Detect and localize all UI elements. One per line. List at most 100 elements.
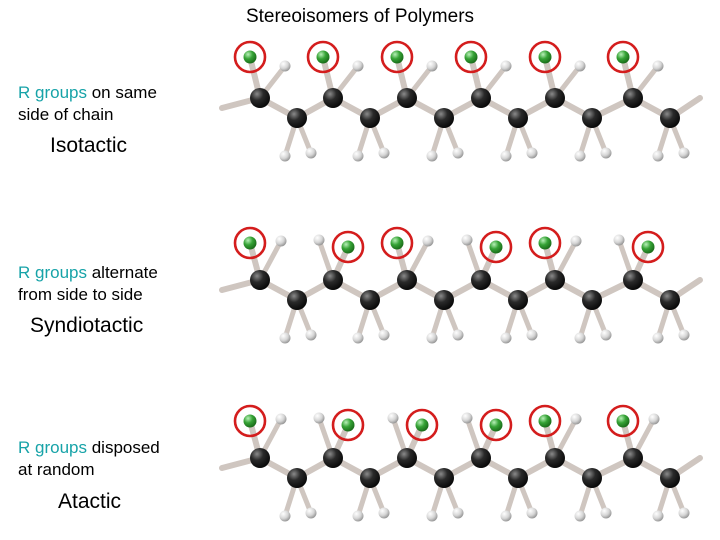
r-group-ring [233,226,267,260]
carbon-atom [660,108,680,128]
atoms [233,40,690,162]
carbon-atom [660,290,680,310]
hydrogen-atom [387,412,399,424]
carbon-atom [623,448,643,468]
carbon-atom [323,88,343,108]
carbon-atom [582,468,602,488]
syndiotactic-desc-line1: alternate [86,263,158,282]
hydrogen-atom [600,507,612,519]
carbon-atom [545,88,565,108]
isotactic-label: Isotactic [50,134,128,157]
carbon-atom [250,88,270,108]
hydrogen-atom [305,147,317,159]
r-group-ring [479,408,513,442]
carbon-atom [582,290,602,310]
syndiotactic-label: Syndiotactic [30,314,144,337]
carbon-atom [360,108,380,128]
hydrogen-atom [652,510,664,522]
hydrogen-atom [378,329,390,341]
r-group-atom [316,50,330,64]
r-group-ring [631,230,665,264]
hydrogen-atom [452,147,464,159]
hydrogen-atom [500,510,512,522]
carbon-atom [434,290,454,310]
r-group-ring [380,40,414,74]
hydrogen-atom [426,150,438,162]
hydrogen-atom [279,510,291,522]
hydrogen-atom [452,507,464,519]
carbon-atom [471,448,491,468]
hydrogen-atom [652,150,664,162]
isotactic-desc-line1: on same [86,83,157,102]
atactic-desc-line2: at random [18,460,95,479]
r-group-atom [341,240,355,254]
hydrogen-atom [526,147,538,159]
carbon-atom [508,108,528,128]
carbon-atom [508,468,528,488]
r-group-ring [233,404,267,438]
r-group-ring [331,230,365,264]
carbon-atom [360,468,380,488]
hydrogen-atom [500,332,512,344]
carbon-atom [250,448,270,468]
carbon-atom [287,468,307,488]
carbon-atom [250,270,270,290]
r-group-atom [641,240,655,254]
hydrogen-atom [678,147,690,159]
r-group-atom [616,414,630,428]
carbon-atom [660,468,680,488]
r-groups-highlight: R groups [18,438,87,457]
r-group-ring [233,40,267,74]
isotactic-description: R groups on same side of chain [18,82,157,126]
r-group-atom [415,418,429,432]
r-group-atom [538,236,552,250]
hydrogen-atom [352,510,364,522]
r-group-ring [306,40,340,74]
r-group-ring [528,404,562,438]
hydrogen-atom [574,510,586,522]
hydrogen-atom [574,332,586,344]
r-group-ring [331,408,365,442]
r-group-ring [606,40,640,74]
r-group-atom [538,414,552,428]
carbon-atom [360,290,380,310]
hydrogen-atom [313,412,325,424]
carbon-atom [545,448,565,468]
hydrogen-atom [500,60,512,72]
hydrogen-atom [352,332,364,344]
hydrogen-atom [305,329,317,341]
hydrogen-atom [275,235,287,247]
r-group-atom [390,236,404,250]
r-group-atom [538,50,552,64]
carbon-atom [545,270,565,290]
carbon-atom [397,88,417,108]
hydrogen-atom [426,510,438,522]
hydrogen-atom [461,234,473,246]
r-group-atom [464,50,478,64]
r-group-ring [528,40,562,74]
carbon-atom [287,108,307,128]
carbon-atom [323,270,343,290]
atactic-desc-line1: disposed [86,438,160,457]
carbon-atom [287,290,307,310]
hydrogen-atom [305,507,317,519]
hydrogen-atom [279,60,291,72]
r-groups-highlight: R groups [18,83,87,102]
r-group-atom [489,240,503,254]
diagram-title: Stereoisomers of Polymers [245,6,475,27]
isotactic-desc-line2: side of chain [18,105,114,124]
isotactic-chain [219,40,703,162]
atactic-label: Atactic [58,490,122,513]
r-group-ring [606,404,640,438]
r-group-ring [454,40,488,74]
r-group-ring [479,230,513,264]
carbon-atom [623,88,643,108]
r-group-ring [380,226,414,260]
syndiotactic-description: R groups alternate from side to side [18,262,158,306]
hydrogen-atom [652,60,664,72]
carbon-atom [471,270,491,290]
carbon-atom [582,108,602,128]
hydrogen-atom [526,507,538,519]
hydrogen-atom [570,413,582,425]
